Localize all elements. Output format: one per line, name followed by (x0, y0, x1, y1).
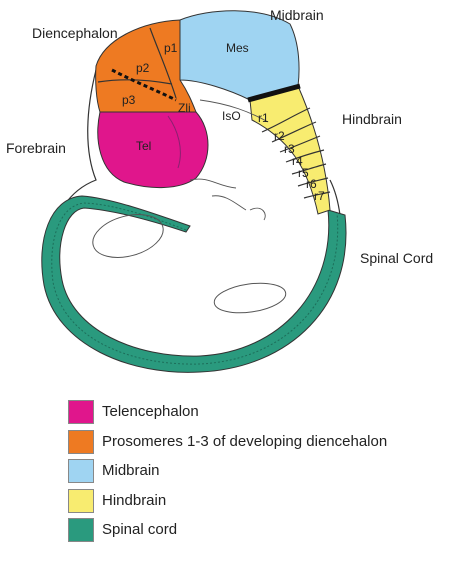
legend-label-hindbrain: Hindbrain (102, 492, 166, 509)
legend-item-spinal-cord: Spinal cord (68, 514, 463, 544)
label-forebrain: Forebrain (6, 140, 66, 156)
legend-item-telencephalon: Telencephalon (68, 396, 463, 426)
color-legend: Telencephalon Prosomeres 1-3 of developi… (68, 396, 463, 544)
label-midbrain: Midbrain (270, 7, 324, 23)
label-mes: Mes (226, 41, 249, 55)
midbrain-region (180, 11, 299, 100)
telencephalon-region (98, 112, 208, 188)
limb-bud-outline (212, 279, 287, 317)
label-r1: r1 (258, 111, 269, 125)
legend-label-midbrain: Midbrain (102, 462, 160, 479)
label-p2: p2 (136, 61, 150, 75)
label-iso: IsO (222, 109, 241, 123)
legend-label-telencephalon: Telencephalon (102, 403, 199, 420)
legend-swatch-spinal-cord (68, 518, 94, 542)
label-tel: Tel (136, 139, 151, 153)
label-spinal-cord: Spinal Cord (360, 250, 433, 266)
label-r7: r7 (314, 189, 325, 203)
spinal-cord-region (42, 196, 346, 372)
legend-swatch-telencephalon (68, 400, 94, 424)
legend-swatch-midbrain (68, 459, 94, 483)
label-diencephalon: Diencephalon (32, 25, 118, 41)
legend-label-spinal-cord: Spinal cord (102, 521, 177, 538)
legend-swatch-diencephalon (68, 430, 94, 454)
legend-swatch-hindbrain (68, 489, 94, 513)
label-zli: Zli (178, 101, 191, 115)
label-hindbrain: Hindbrain (342, 111, 402, 127)
label-p1: p1 (164, 41, 178, 55)
label-r2: r2 (274, 129, 285, 143)
legend-label-diencephalon: Prosomeres 1-3 of developing diencehalon (102, 433, 387, 450)
legend-item-midbrain: Midbrain (68, 455, 463, 485)
legend-item-hindbrain: Hindbrain (68, 485, 463, 515)
label-p3: p3 (122, 93, 136, 107)
legend-item-diencephalon: Prosomeres 1-3 of developing diencehalon (68, 426, 463, 456)
